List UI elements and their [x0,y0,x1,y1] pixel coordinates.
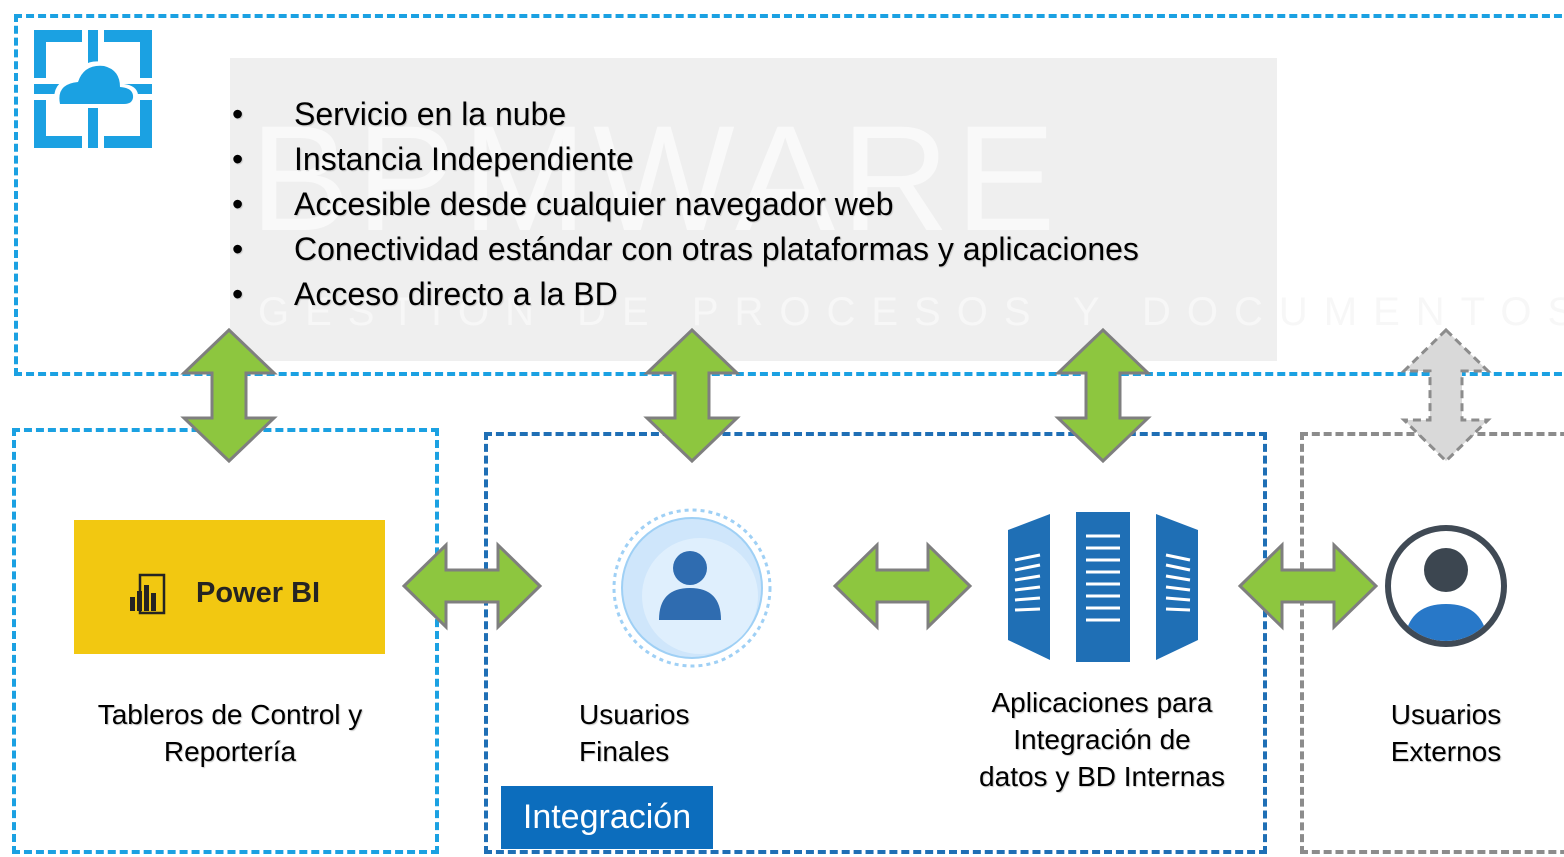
feature-item: •Acceso directo a la BD [232,276,618,312]
feature-item: •Instancia Independiente [232,141,634,177]
external-users-label: Usuarios Externos [1390,699,1502,767]
watermark-tagline: GESTIÓN DE PROCESOS Y DOCUMENTOS [258,290,1564,334]
dashboards-label: Tableros de Control y Reportería [97,699,363,767]
end-users-label: Usuarios Finales [579,699,690,767]
arrow-external-cloud [1400,327,1492,464]
azure-cloud-app-icon [34,30,152,148]
features-list: •Servicio en la nube •Instancia Independ… [232,92,1139,317]
arrow-users-cloud [643,327,741,464]
feature-item: •Accesible desde cualquier navegador web [232,186,894,222]
watermark-logo: BPMWARE [250,94,1062,262]
apps-label: Aplicaciones para Integración de datos y… [979,687,1225,792]
powerbi-label: Power BI [196,577,321,609]
feature-item: •Servicio en la nube [232,96,567,132]
arrow-powerbi-cloud [180,327,278,464]
user-avatar-icon [612,508,772,668]
user-circle-icon [1385,525,1507,647]
integration-region [484,432,1267,854]
powerbi-logo-icon [130,573,166,615]
integration-tag: Integración [501,786,713,849]
arrow-users-apps [832,541,973,631]
powerbi-tile [74,520,385,654]
arrow-apps-external [1237,541,1379,631]
server-rack-icon [1008,512,1198,662]
arrow-powerbi-users [401,541,543,631]
arrow-apps-cloud [1054,327,1152,464]
feature-item: •Conectividad estándar con otras platafo… [232,231,1139,267]
features-panel [230,58,1277,361]
cloud-region [14,14,1564,376]
